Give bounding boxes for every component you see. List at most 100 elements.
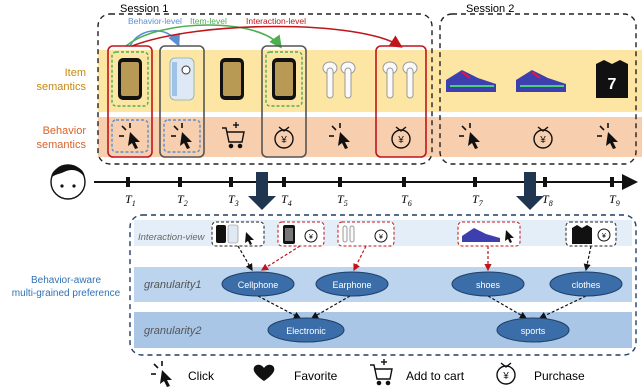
phone-t3-icon — [220, 58, 244, 100]
session1-label: Session 1 — [120, 3, 168, 15]
iv-jersey-box: ¥ — [565, 221, 617, 247]
svg-text:shoes: shoes — [476, 280, 501, 290]
purchase-t6-icon: ¥ — [391, 126, 411, 149]
click-t1-icon — [119, 123, 140, 149]
purchase-t4-icon: ¥ — [274, 126, 294, 149]
timeline-tick — [402, 177, 406, 187]
phone-t1-icon — [118, 58, 142, 100]
timeline-tick-label: T6 — [401, 192, 412, 208]
timeline-tick-label: T3 — [228, 192, 239, 208]
behavior-semantics-band — [98, 117, 642, 157]
timeline-tick-label: T5 — [337, 192, 348, 208]
legend-click-label: Click — [188, 369, 215, 383]
svg-text:Cellphone: Cellphone — [238, 280, 279, 290]
timeline-tick-label: T7 — [472, 192, 484, 208]
item-level-arc — [125, 24, 282, 49]
interaction-level-arc — [131, 25, 403, 48]
session2-label: Session 2 — [466, 3, 514, 15]
legend-click-icon — [151, 361, 172, 387]
earphone-t5-icon — [322, 61, 356, 99]
svg-text:¥: ¥ — [280, 135, 287, 146]
earphone-t6-icon — [382, 61, 418, 99]
svg-text:sports: sports — [521, 326, 546, 336]
behavior-semantics-label-1: Behavior — [43, 125, 87, 137]
phone-t2-icon — [169, 57, 195, 101]
t4-item-dash — [265, 51, 303, 107]
node-electronic: Electronic — [267, 317, 345, 343]
t2-behavior-dash — [163, 119, 201, 153]
down-arrow-2 — [516, 172, 544, 210]
t1-behavior-dash — [111, 119, 149, 153]
timeline-tick — [543, 177, 547, 187]
connectors — [237, 245, 592, 319]
node-sports: sports — [496, 317, 570, 343]
side-label-line2: multi-grained preference — [12, 288, 121, 299]
svg-text:¥: ¥ — [539, 135, 546, 146]
purchase-t8-icon: ¥ — [533, 126, 553, 149]
svg-text:Earphone: Earphone — [332, 280, 371, 290]
timeline-ticks: T1 T2 T3 T4 T5 T6 T7 T8 T9 — [125, 177, 620, 208]
t1-item-dash — [111, 51, 149, 107]
timeline-tick-label: T9 — [609, 192, 620, 208]
legend-cart-label: Add to cart — [406, 369, 465, 383]
shoe-t7-icon — [446, 70, 496, 92]
timeline-tick-label: T2 — [177, 192, 188, 208]
node-clothes: clothes — [549, 271, 623, 297]
timeline-tick — [473, 177, 477, 187]
svg-text:¥: ¥ — [379, 234, 383, 241]
legend-purchase-label: Purchase — [534, 369, 585, 383]
timeline-tick — [126, 177, 130, 187]
t2-frame — [159, 45, 205, 158]
node-cellphone: Cellphone — [221, 271, 295, 297]
granularity2-label: granularity2 — [144, 325, 201, 337]
jersey-number: 7 — [608, 76, 617, 93]
granularity1-label: granularity1 — [144, 279, 201, 291]
node-shoes: shoes — [451, 271, 525, 297]
item-level-label: Item-level — [190, 16, 227, 26]
click-t2-icon — [171, 123, 192, 149]
svg-text:clothes: clothes — [572, 280, 601, 290]
timeline-tick-label: T1 — [125, 192, 136, 208]
timeline-tick — [229, 177, 233, 187]
legend-cart-icon — [370, 359, 393, 386]
item-semantics-label-1: Item — [65, 67, 86, 79]
svg-text:Electronic: Electronic — [286, 326, 326, 336]
t6-frame — [375, 45, 427, 158]
side-label-line1: Behavior-aware — [31, 275, 101, 286]
timeline-tick — [178, 177, 182, 187]
session2-box — [439, 13, 637, 165]
timeline-tick-label: T8 — [542, 192, 553, 208]
phone-t4-icon — [272, 58, 296, 100]
shoe-t8-icon — [516, 70, 566, 92]
session1-box — [97, 13, 433, 165]
node-earphone: Earphone — [315, 271, 389, 297]
down-arrow-1 — [248, 172, 276, 210]
iv-phone-purchase-box: ¥ — [277, 221, 325, 247]
timeline-tick — [282, 177, 286, 187]
interaction-level-label: Interaction-level — [246, 16, 306, 26]
timeline-tick — [610, 177, 614, 187]
timeline-tick-label: T4 — [281, 192, 292, 208]
legend-favorite-icon — [253, 364, 275, 381]
svg-text:¥: ¥ — [309, 234, 313, 241]
t1-frame — [107, 45, 153, 158]
t4-frame — [261, 45, 307, 158]
behavior-semantics-label-2: semantics — [36, 139, 86, 151]
jersey-t9-icon: 7 — [596, 60, 628, 98]
interaction-view-label: Interaction-view — [138, 232, 206, 243]
legend: Click Favorite Add to cart ¥ Purchase — [151, 359, 585, 387]
iv-shoe-box — [457, 221, 521, 247]
iv-phones-box — [211, 221, 265, 247]
user-avatar-icon — [50, 164, 86, 200]
click-t5-icon — [329, 123, 350, 149]
svg-text:¥: ¥ — [602, 233, 606, 240]
item-semantics-label-2: semantics — [36, 81, 86, 93]
svg-text:¥: ¥ — [397, 135, 404, 146]
timeline-tick — [338, 177, 342, 187]
legend-purchase-icon: ¥ — [496, 362, 516, 385]
behavior-level-label: Behavior-level — [128, 16, 182, 26]
cart-t3-icon — [222, 122, 245, 149]
iv-earphone-box: ¥ — [337, 221, 395, 247]
svg-text:¥: ¥ — [502, 371, 509, 382]
